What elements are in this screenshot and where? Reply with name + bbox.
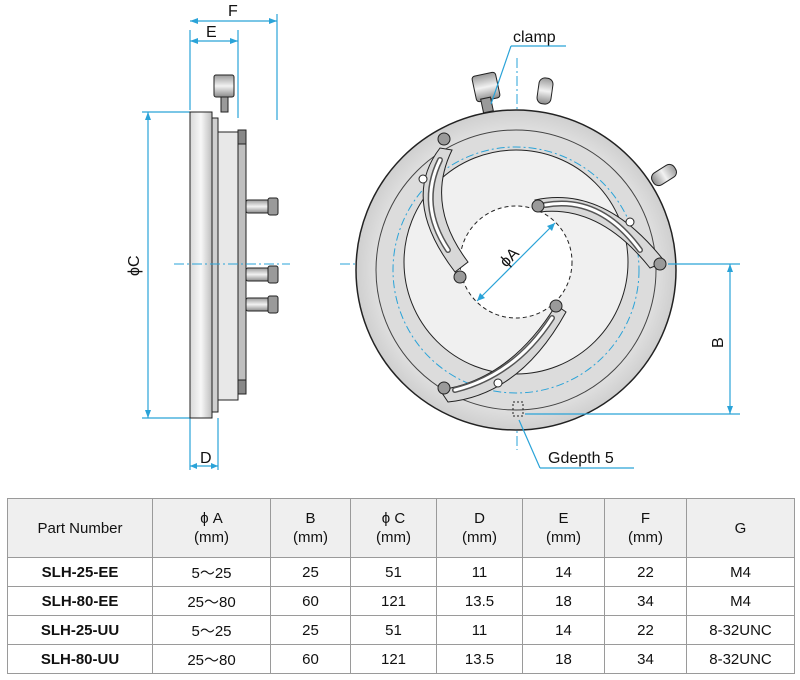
- table-header-row: Part Number ϕ A(mm) B(mm) ϕ C(mm) D(mm) …: [7, 498, 795, 558]
- cell-e: 14: [522, 557, 605, 587]
- header-label: B: [305, 510, 316, 527]
- adjust-knob-2: [651, 163, 677, 187]
- g-label: Gdepth 5: [548, 450, 614, 467]
- pin-bottom: [245, 295, 279, 314]
- header-unit: (mm): [293, 529, 328, 546]
- cell-f: 22: [604, 615, 687, 645]
- header-e: E (mm): [522, 498, 605, 558]
- cell-b: 60: [270, 644, 351, 674]
- header-phi-a: ϕ A (mm): [152, 498, 271, 558]
- header-part-number: Part Number: [7, 498, 153, 558]
- cell-phi-c: 51: [350, 557, 437, 587]
- dim-label-f: F: [228, 3, 238, 20]
- clamp: [471, 71, 501, 114]
- header-unit: (mm): [546, 529, 581, 546]
- pin-middle: [245, 265, 279, 284]
- header-label: ϕ A: [200, 510, 223, 527]
- pin-top: [245, 197, 279, 216]
- header-unit: (mm): [194, 529, 229, 546]
- header-unit: (mm): [462, 529, 497, 546]
- spec-table: Part Number ϕ A(mm) B(mm) ϕ C(mm) D(mm) …: [7, 498, 795, 674]
- header-d: D (mm): [436, 498, 523, 558]
- cell-d: 13.5: [436, 644, 523, 674]
- dim-label-c: ϕC: [126, 255, 143, 276]
- adjust-knob-1: [536, 77, 554, 105]
- cell-b: 25: [270, 557, 351, 587]
- cell-part-number: SLH-25-UU: [7, 615, 153, 645]
- header-b: B (mm): [270, 498, 351, 558]
- cell-f: 22: [604, 557, 687, 587]
- cell-g: 8-32UNC: [686, 644, 795, 674]
- table-row: SLH-80-EE 25〜80 60 121 13.5 18 34 M4: [7, 586, 795, 616]
- technical-drawing: F E ϕC D: [126, 3, 740, 470]
- cell-f: 34: [604, 644, 687, 674]
- front-view: ϕA: [340, 29, 740, 469]
- dim-label-b: B: [710, 337, 727, 348]
- table-row: SLH-25-EE 5〜25 25 51 11 14 22 M4: [7, 557, 795, 587]
- table-row: SLH-80-UU 25〜80 60 121 13.5 18 34 8-32UN…: [7, 644, 795, 674]
- cell-g: M4: [686, 586, 795, 616]
- header-label: E: [558, 510, 569, 527]
- header-unit: (mm): [376, 529, 411, 546]
- cell-phi-c: 51: [350, 615, 437, 645]
- cell-e: 18: [522, 586, 605, 616]
- header-phi-c: ϕ C (mm): [350, 498, 437, 558]
- leaf-screws: [418, 132, 667, 395]
- cell-b: 60: [270, 586, 351, 616]
- header-label: D: [474, 510, 485, 527]
- header-g: G: [686, 498, 795, 558]
- header-unit: (mm): [628, 529, 663, 546]
- dim-label-d: D: [200, 450, 212, 467]
- cell-part-number: SLH-80-UU: [7, 644, 153, 674]
- cell-e: 14: [522, 615, 605, 645]
- cell-g: M4: [686, 557, 795, 587]
- clamp-label: clamp: [513, 29, 556, 46]
- header-label: ϕ C: [381, 510, 406, 527]
- cell-part-number: SLH-25-EE: [7, 557, 153, 587]
- iris-leaf-1: [422, 147, 469, 273]
- cell-b: 25: [270, 615, 351, 645]
- dim-label-e: E: [206, 24, 217, 41]
- cell-d: 11: [436, 615, 523, 645]
- cell-phi-a: 5〜25: [152, 615, 271, 645]
- cell-d: 13.5: [436, 586, 523, 616]
- cell-phi-a: 5〜25: [152, 557, 271, 587]
- cell-phi-a: 25〜80: [152, 644, 271, 674]
- header-label: F: [640, 510, 651, 527]
- cell-phi-a: 25〜80: [152, 586, 271, 616]
- cell-phi-c: 121: [350, 644, 437, 674]
- header-f: F (mm): [604, 498, 687, 558]
- iris-leaf-3: [439, 304, 567, 403]
- cell-g: 8-32UNC: [686, 615, 795, 645]
- cell-f: 34: [604, 586, 687, 616]
- table-row: SLH-25-UU 5〜25 25 51 11 14 22 8-32UNC: [7, 615, 795, 645]
- cell-phi-c: 121: [350, 586, 437, 616]
- cell-part-number: SLH-80-EE: [7, 586, 153, 616]
- cell-e: 18: [522, 644, 605, 674]
- cell-d: 11: [436, 557, 523, 587]
- side-view: F E ϕC D: [126, 3, 290, 470]
